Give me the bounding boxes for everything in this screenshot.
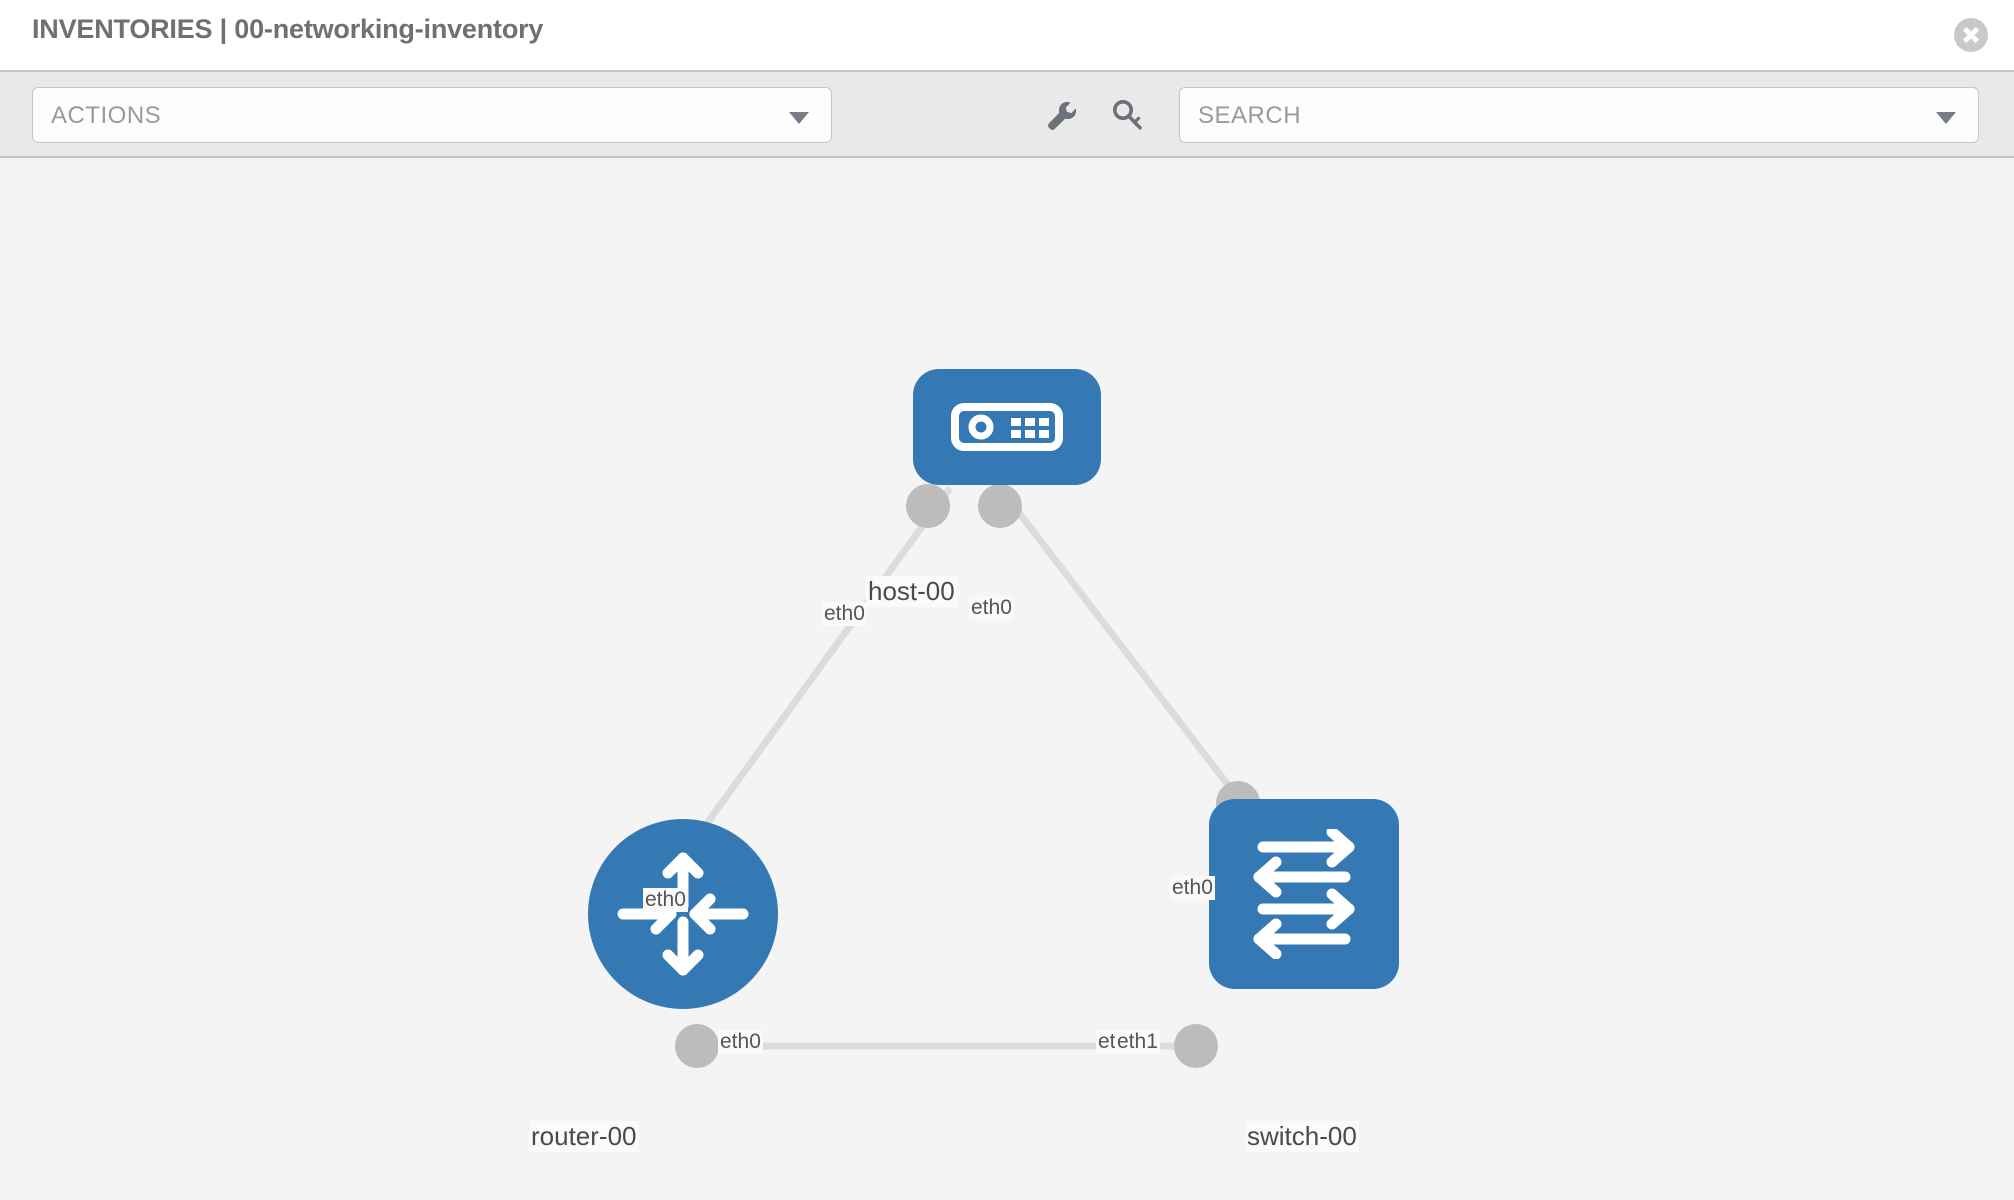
edge-label-switch-router: eth1: [1115, 1030, 1160, 1054]
edge-label-router-switch: eth0: [718, 1030, 763, 1054]
server-icon: [951, 403, 1063, 451]
topology-canvas[interactable]: host-00 router-00 switch-00 eth0 eth0 et…: [0, 158, 2014, 1200]
link-host-switch: [997, 485, 1241, 801]
connector-knob: [675, 1024, 719, 1068]
close-icon[interactable]: [1954, 18, 1988, 52]
actions-dropdown[interactable]: ACTIONS: [32, 87, 832, 143]
node-host-00-shape: [913, 369, 1101, 485]
search-input[interactable]: SEARCH: [1179, 87, 1979, 143]
chevron-down-icon: [789, 112, 809, 124]
chevron-down-icon: [1936, 112, 1956, 124]
wrench-icon[interactable]: [1044, 98, 1080, 134]
edge-label-switch-host: eth0: [1170, 876, 1215, 900]
node-host-00[interactable]: [913, 369, 1101, 485]
header: INVENTORIES | 00-networking-inventory: [0, 0, 2014, 70]
toolbar: ACTIONS SEARCH: [0, 70, 2014, 158]
link-host-router: [657, 485, 953, 891]
search-input-placeholder: SEARCH: [1198, 102, 1302, 129]
connector-knob: [978, 484, 1022, 528]
node-switch-00[interactable]: [1209, 799, 1399, 989]
edge-label-router-host: eth0: [643, 888, 688, 912]
key-icon[interactable]: [1110, 98, 1146, 134]
node-label-switch-00: switch-00: [1245, 1121, 1359, 1152]
node-label-host-00: host-00: [866, 576, 957, 607]
edge-label-host-switch: eth0: [969, 596, 1014, 620]
topology-graph: [657, 484, 1260, 1068]
actions-dropdown-label: ACTIONS: [51, 102, 162, 129]
switch-arrows-icon: [1253, 829, 1355, 959]
edge-label-host-router: eth0: [822, 602, 867, 626]
node-switch-00-shape: [1209, 799, 1399, 989]
node-router-00[interactable]: [588, 819, 778, 1009]
router-arrows-icon: [617, 852, 749, 976]
node-label-router-00: router-00: [529, 1121, 639, 1152]
connector-knob: [1174, 1024, 1218, 1068]
page-title: INVENTORIES | 00-networking-inventory: [32, 14, 544, 44]
connector-knob: [906, 484, 950, 528]
